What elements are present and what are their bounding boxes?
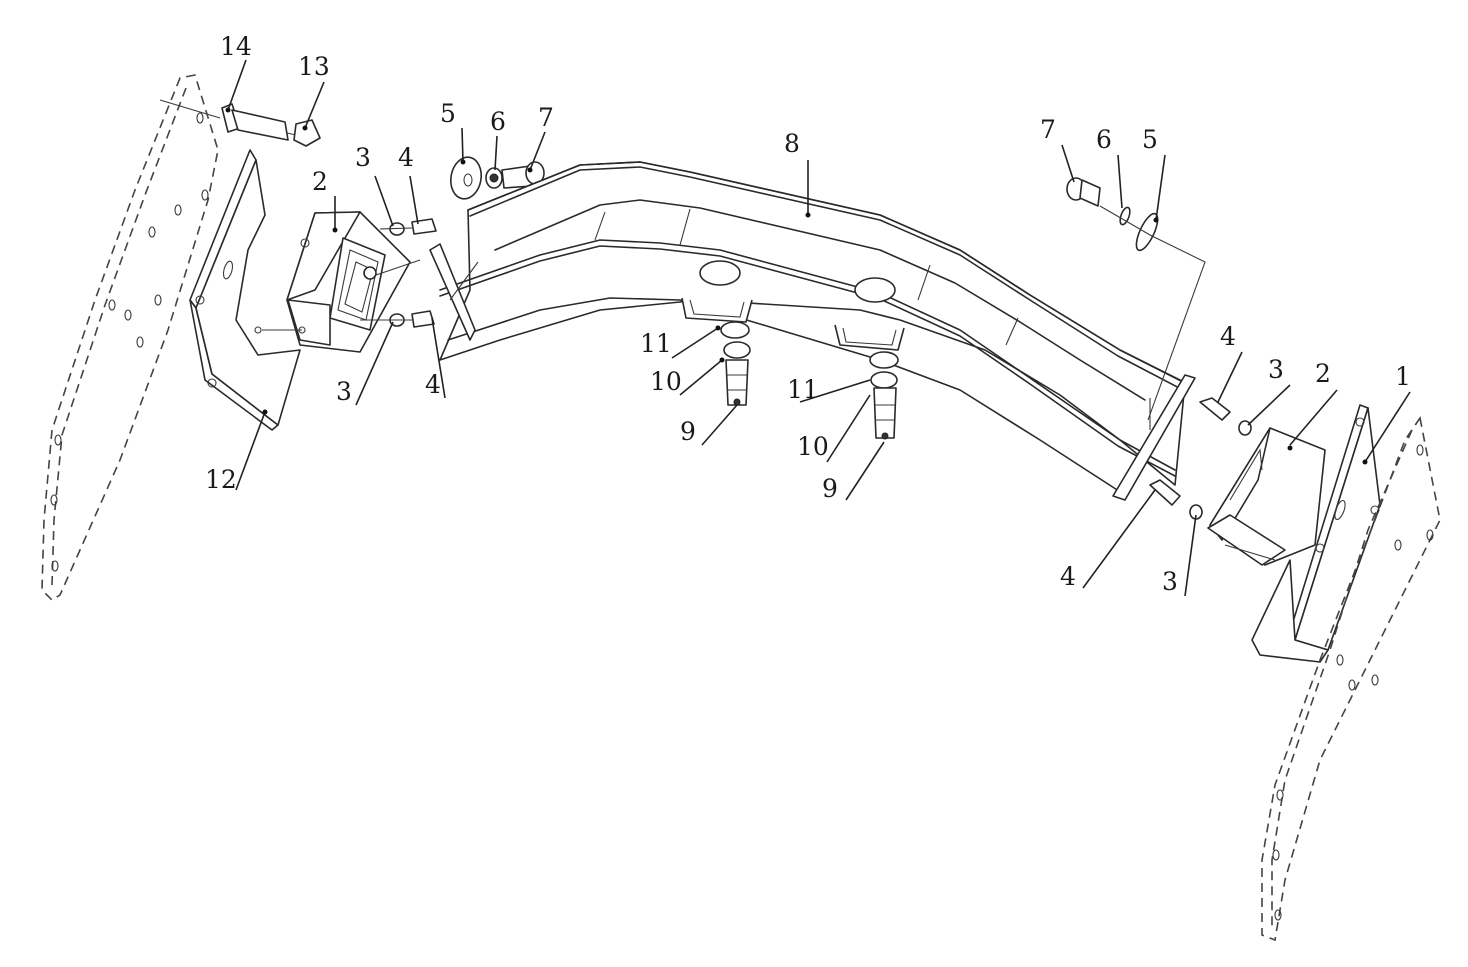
callout-5-left: 5 xyxy=(440,99,466,165)
right-mount-bracket xyxy=(1251,404,1381,663)
callout-3-right-bottom: 3 xyxy=(1162,514,1197,597)
callout-label: 4 xyxy=(425,370,441,399)
callout-3-left-top: 3 xyxy=(355,143,394,227)
cross-member-8 xyxy=(429,161,1196,501)
callout-label: 5 xyxy=(440,99,456,128)
callout-label: 14 xyxy=(220,32,252,61)
callout-6-left: 6 xyxy=(490,107,506,171)
callout-13: 13 xyxy=(298,52,330,131)
callout-label: 3 xyxy=(1162,567,1178,596)
callout-label: 3 xyxy=(336,377,352,406)
left-washer-set xyxy=(449,156,545,200)
callout-label: 9 xyxy=(822,474,838,503)
callout-2-left: 2 xyxy=(312,167,338,233)
right-washer-set xyxy=(1066,177,1206,421)
callout-label: 12 xyxy=(205,465,237,494)
callout-1: 1 xyxy=(1362,362,1411,465)
callout-3-left-bottom: 3 xyxy=(336,321,394,406)
left-fasteners xyxy=(360,218,437,328)
callout-label: 10 xyxy=(650,367,682,396)
callout-label: 7 xyxy=(538,103,554,132)
left-rubber-block xyxy=(262,211,421,353)
callout-11-a: 11 xyxy=(640,325,721,359)
callout-label: 3 xyxy=(355,143,371,172)
callout-label: 4 xyxy=(1060,562,1076,591)
clamp-assembly-right xyxy=(834,324,905,440)
callout-label: 4 xyxy=(1220,322,1236,351)
callout-label: 7 xyxy=(1040,115,1056,144)
callout-6-right: 6 xyxy=(1096,125,1123,209)
callout-label: 3 xyxy=(1268,355,1284,384)
callout-label: 11 xyxy=(787,375,819,404)
callout-label: 2 xyxy=(312,167,328,196)
callout-12: 12 xyxy=(205,409,268,494)
callout-4-left-top: 4 xyxy=(398,143,419,225)
clamp-assembly-left xyxy=(681,297,753,406)
callout-label: 10 xyxy=(797,432,829,461)
left-mount-bracket xyxy=(189,149,301,431)
callout-8: 8 xyxy=(784,129,811,218)
callout-5-right: 5 xyxy=(1142,125,1166,223)
callout-4-left-bottom: 4 xyxy=(425,317,446,399)
left-phantom-plate xyxy=(41,74,221,602)
callout-7-right: 7 xyxy=(1040,115,1075,183)
callout-label: 1 xyxy=(1395,362,1411,391)
callout-label: 5 xyxy=(1142,125,1158,154)
callout-2-right: 2 xyxy=(1287,359,1338,451)
callout-9-b: 9 xyxy=(822,441,885,503)
bolt-14 xyxy=(221,103,297,141)
callout-label: 4 xyxy=(398,143,414,172)
callout-4-right-bottom: 4 xyxy=(1060,489,1156,591)
callout-label: 6 xyxy=(1096,125,1112,154)
callout-4-right-top: 4 xyxy=(1217,322,1243,403)
callout-label: 2 xyxy=(1315,359,1331,388)
right-phantom-plate xyxy=(1261,415,1441,942)
callout-10-a: 10 xyxy=(650,357,725,396)
callout-11-b: 11 xyxy=(787,375,871,404)
callout-7-left: 7 xyxy=(527,103,554,173)
callout-label: 9 xyxy=(680,417,696,446)
callout-10-b: 10 xyxy=(797,394,871,463)
callout-label: 11 xyxy=(640,329,672,358)
nut-13 xyxy=(293,119,321,147)
callout-14: 14 xyxy=(220,32,252,113)
callout-label: 8 xyxy=(784,129,800,158)
callout-3-right-top: 3 xyxy=(1247,355,1291,426)
right-fasteners xyxy=(1149,397,1252,520)
callout-label: 6 xyxy=(490,107,506,136)
callout-label: 13 xyxy=(298,52,330,81)
right-rubber-block xyxy=(1207,427,1326,566)
callout-9-a: 9 xyxy=(680,404,738,446)
